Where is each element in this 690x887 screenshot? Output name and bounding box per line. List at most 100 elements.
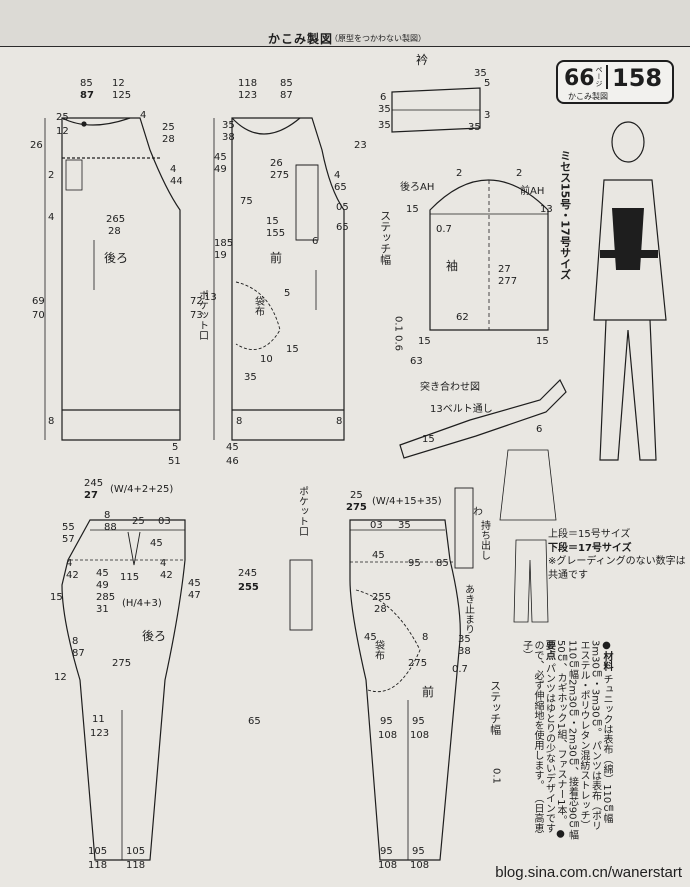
measure-label: 255 [372,592,391,603]
measure-label: 85 [80,78,93,89]
measure-label: 13 [540,204,553,215]
measure-label: 35 [398,520,411,531]
opening-end-label: あき止まり [462,584,474,634]
measure-label: 15 [418,336,431,347]
measure-label: 3 [484,110,490,121]
materials-notes: ●材料 チュニックは表布（綿）110㎝幅3m30㎝・3m30㎝。 パンツは表布（… [520,640,613,840]
measure-label: 45 [364,632,377,643]
measure-label: 70 [32,310,45,321]
measure-label: 73 [190,310,203,321]
measure-label: 65 [336,222,349,233]
measure-label: 27 [498,264,511,275]
tunic-stitch-width-label: ステッチ幅 [378,210,392,265]
measure-label: 275 [112,658,131,669]
measure-label: 38 [458,646,471,657]
measure-label: 108 [378,860,397,871]
materials-pants: パンツは表布（ポリエステル・ポリウレタン混紡ストレッチ）110㎝幅2m30㎝・2… [555,640,601,840]
measure-label: 45 [150,538,163,549]
pants-stitch-value: 0.1 [490,768,502,784]
front-bodice-outline [231,117,345,441]
measure-label: 8 [422,632,428,643]
measure-label: 28 [162,134,175,145]
measure-label: 245 [84,478,103,489]
model-head [611,121,645,163]
measure-label: 88 [104,522,117,533]
measure-label: 72 [190,296,203,307]
measure-label: 51 [168,456,181,467]
model-tunic [593,179,667,321]
tunic-flat-sketch [499,449,557,521]
measure-label: 15 [406,204,419,215]
measure-label: 8 [72,636,78,647]
measure-label: 15 [536,336,549,347]
measure-label: 25 [132,516,145,527]
front-pocket-mouth-label: ポケット口 [196,290,208,340]
measure-label: 4 [160,558,166,569]
measure-label: 15 [50,592,63,603]
back-piece-label: 後ろ [104,251,128,265]
measure-label: 8 [336,416,342,427]
measure-label: 275 [270,170,289,181]
front-placket [295,164,319,241]
front-armhole-label: 前AH [520,184,544,197]
measure-label: 8 [104,510,110,521]
materials-tunic: チュニックは表布（綿）110㎝幅3m30㎝・3m30㎝。 [589,640,613,824]
measure-label: 108 [378,730,397,741]
front-pocket-bag [235,281,281,350]
pattern-number: 158 [612,64,663,92]
fold-label: わ [470,506,482,516]
measure-label: 55 [62,522,75,533]
measure-label: 95 [408,558,421,569]
watermark: blog.sina.com.cn/wanerstart [495,864,682,881]
measure-label: 75 [240,196,253,207]
measure-label: 4 [170,164,176,175]
measure-label: 65 [248,716,261,727]
measure-label: 62 [456,312,469,323]
model-belt [600,250,658,258]
pocket-facing-piece [289,559,313,631]
measure-label: 105 [88,846,107,857]
measure-label: 25 [56,112,69,123]
page-unit: ページ [595,66,603,87]
measure-label: 118 [88,860,107,871]
measure-label: 6 [380,92,386,103]
measure-label: 275 [408,658,427,669]
measure-label: 275 [346,502,367,513]
front-pants-label: 前 [422,684,434,699]
points-text: パンツはゆとりの少ないデザインですので、必ず伸縮地を使用します。 [532,640,555,834]
header-title: かこみ製図 [268,32,334,46]
measure-label: 115 [120,572,139,583]
measure-label: 5 [172,442,178,453]
grading-note: ※グレーディングのない数字は共通です [548,556,686,581]
formula-label: (H/4+3) [122,598,162,609]
measure-label: 95 [412,716,425,727]
measure-label: 35 [468,122,481,133]
measure-label: 2 [48,170,54,181]
measure-label: 87 [280,90,293,101]
measure-label: 155 [266,228,285,239]
measure-label: 11 [92,714,105,725]
measure-label: 277 [498,276,517,287]
measure-label: 57 [62,534,75,545]
measure-label: 285 [96,592,115,603]
back-armhole-label: 後ろAH [400,180,434,193]
points-heading: ●要点 [543,640,567,840]
measure-label: 49 [214,164,227,175]
belt-outline [399,378,567,459]
belt-loop-label: 13ベルト通し [430,403,493,415]
measure-label: 13 [204,292,217,303]
front-pants-outline [349,519,461,861]
tunic-stitch-values: 0.1 0.6 [392,316,404,351]
measure-label: 25 [350,490,363,501]
measure-label: 44 [170,176,183,187]
measure-label: 125 [112,90,131,101]
measure-label: 42 [160,570,173,581]
measure-label: 63 [410,356,423,367]
pants-stitch-width-label: ステッチ幅 [488,680,502,735]
measure-label: 19 [214,250,227,261]
model-size-caption: ミセス15号・17号サイズ [558,150,572,280]
measure-label: 4 [48,212,54,223]
measure-label: 26 [30,140,43,151]
measure-label: 12 [56,126,69,137]
